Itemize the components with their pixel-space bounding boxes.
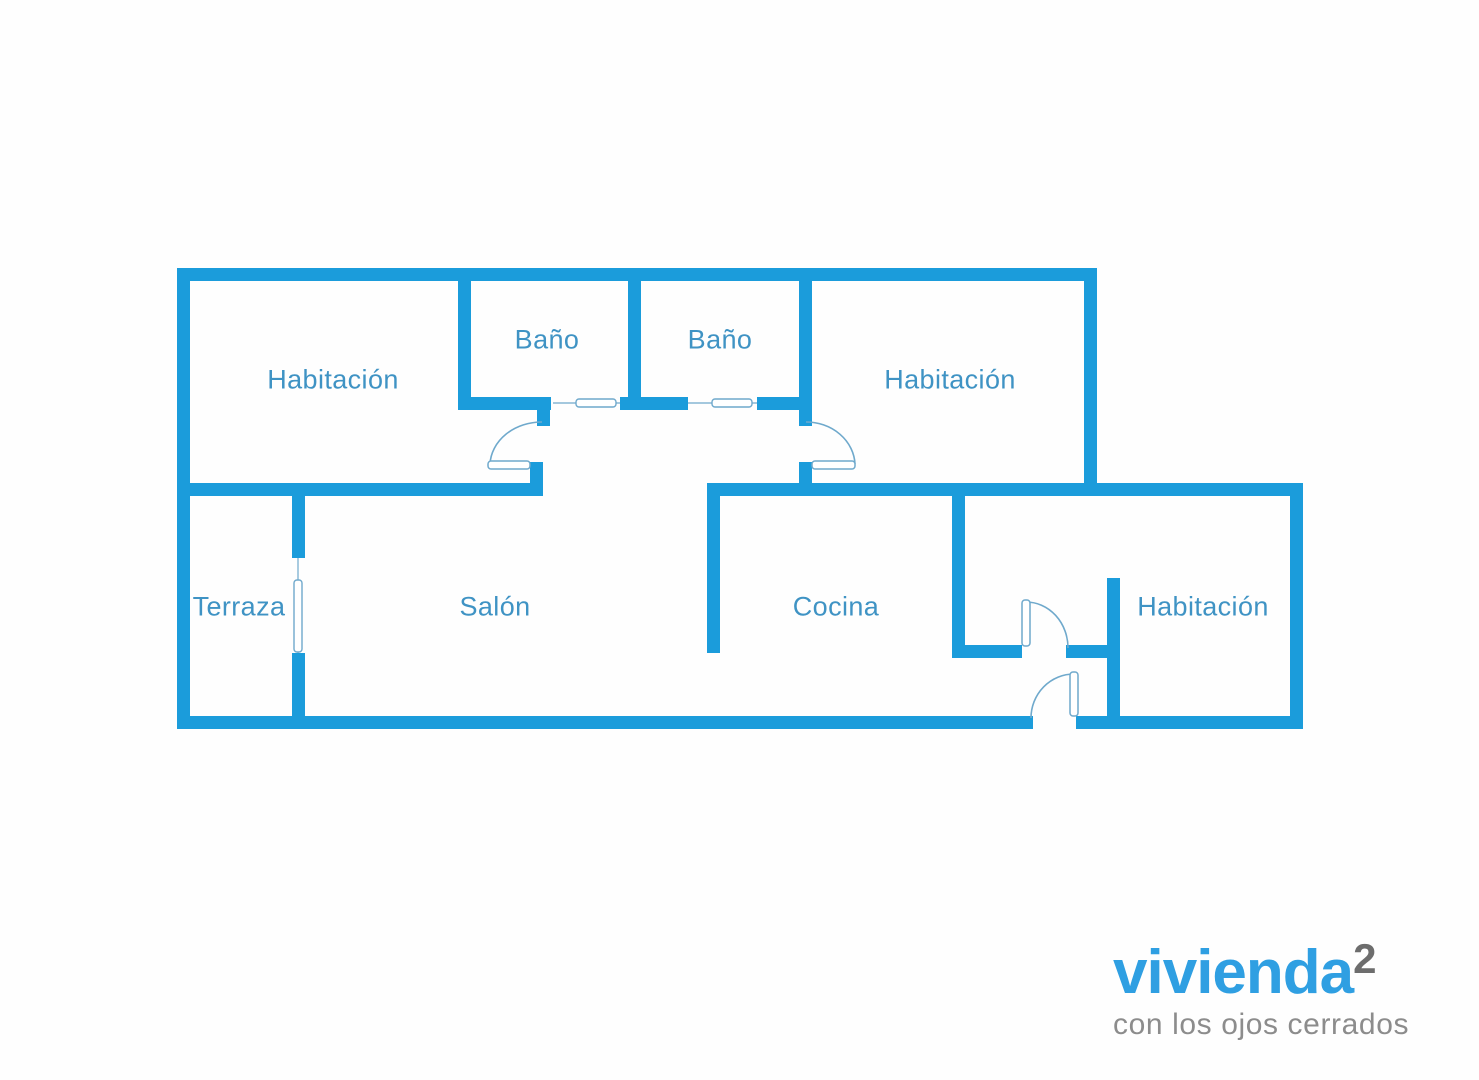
window-terraza bbox=[293, 579, 303, 653]
door-leaf-habitacion-top-right bbox=[811, 460, 856, 470]
door-arc-habitacion-top-right bbox=[805, 421, 856, 465]
wall-salon-top bbox=[177, 483, 543, 496]
wall-bano-divider bbox=[628, 281, 641, 410]
door-arc-entrance bbox=[1030, 673, 1075, 719]
room-label-cocina: Cocina bbox=[792, 591, 880, 622]
wall-bano1-bottom bbox=[458, 397, 551, 410]
wall-door1-upper-stub bbox=[537, 410, 550, 426]
wall-bano1-left bbox=[458, 281, 471, 410]
room-label-bano-1: Baño bbox=[514, 324, 580, 355]
wall-terraza-divider-top bbox=[292, 496, 305, 558]
wall-lower-right bbox=[1290, 483, 1303, 729]
wall-cocina-right bbox=[952, 496, 965, 656]
brand-name: vivienda bbox=[1113, 938, 1354, 1007]
wall-lower-section-top bbox=[707, 483, 1303, 496]
walls bbox=[177, 268, 1303, 729]
wall-habitacion3-left bbox=[1107, 578, 1120, 716]
door-leaf-habitacion-top-left bbox=[487, 460, 531, 470]
wall-bano2-right bbox=[799, 281, 812, 426]
wall-cocina-left bbox=[707, 496, 720, 653]
wall-bano2-bottom-left bbox=[620, 397, 688, 410]
wall-hall-top-right bbox=[1066, 645, 1120, 658]
room-label-salon: Salón bbox=[459, 591, 531, 622]
room-label-habitacion-top-right: Habitación bbox=[884, 364, 1016, 395]
window-bano2 bbox=[711, 398, 753, 408]
door-arc-habitacion-top-left bbox=[489, 421, 543, 465]
windows bbox=[293, 398, 757, 653]
wall-bottom-left-of-entrance bbox=[177, 716, 1033, 729]
wall-bottom-right-of-entrance bbox=[1076, 716, 1303, 729]
brand-superscript: 2 bbox=[1353, 935, 1377, 982]
room-label-habitacion-bottom-right: Habitación bbox=[1137, 591, 1269, 622]
door-leaf-hall bbox=[1021, 599, 1031, 647]
room-label-habitacion-top-left: Habitación bbox=[267, 364, 399, 395]
wall-bano2-bottom-right bbox=[757, 397, 812, 410]
wall-terraza-divider-bottom bbox=[292, 653, 305, 716]
room-label-terraza: Terraza bbox=[192, 591, 286, 622]
room-label-bano-2: Baño bbox=[687, 324, 753, 355]
doors bbox=[487, 421, 1079, 719]
wall-hall-top-left bbox=[952, 645, 1022, 658]
brand-logo: vivienda2 con los ojos cerrados bbox=[1113, 938, 1409, 1040]
door-arc-hall bbox=[1025, 601, 1069, 649]
wall-outer-left bbox=[177, 268, 190, 729]
door-leaf-entrance bbox=[1069, 671, 1079, 717]
wall-upper-right bbox=[1084, 268, 1097, 496]
brand-tagline: con los ojos cerrados bbox=[1113, 1008, 1410, 1041]
window-bano1 bbox=[575, 398, 617, 408]
brand-line: vivienda2 bbox=[1113, 938, 1409, 1004]
wall-outer-top bbox=[177, 268, 1097, 281]
